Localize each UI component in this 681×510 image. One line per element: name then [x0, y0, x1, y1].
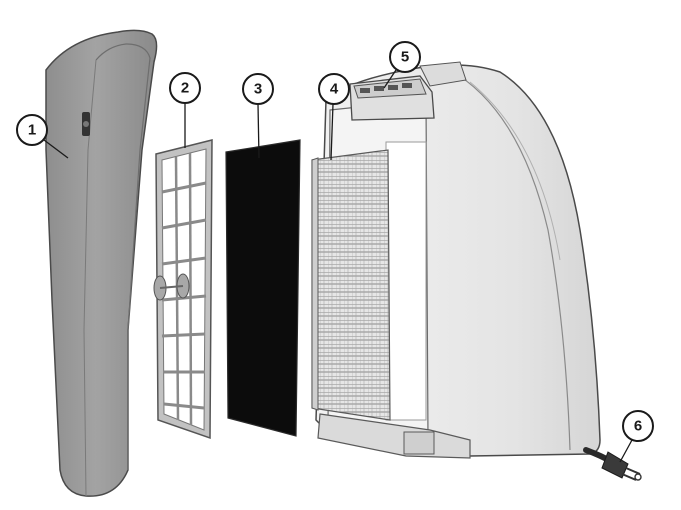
- callout-4: 4: [318, 73, 350, 105]
- callout-4-number: 4: [330, 81, 339, 98]
- hepa-filter: [311, 149, 391, 421]
- callout-2-number: 2: [181, 80, 189, 97]
- callout-3: 3: [242, 73, 274, 105]
- control-panel: [349, 61, 467, 121]
- pre-filter-frame: [153, 139, 213, 440]
- callout-6-number: 6: [634, 418, 642, 435]
- front-cover: [45, 29, 158, 497]
- callout-2: 2: [169, 72, 201, 104]
- power-cord: [583, 447, 642, 481]
- callout-1-number: 1: [28, 122, 36, 139]
- callout-5-number: 5: [401, 49, 409, 66]
- callout-1: 1: [16, 114, 48, 146]
- callout-6: 6: [622, 410, 654, 442]
- callout-3-number: 3: [254, 81, 262, 98]
- leader-lines: [43, 69, 633, 463]
- carbon-filter: [225, 139, 301, 437]
- callout-5: 5: [389, 41, 421, 73]
